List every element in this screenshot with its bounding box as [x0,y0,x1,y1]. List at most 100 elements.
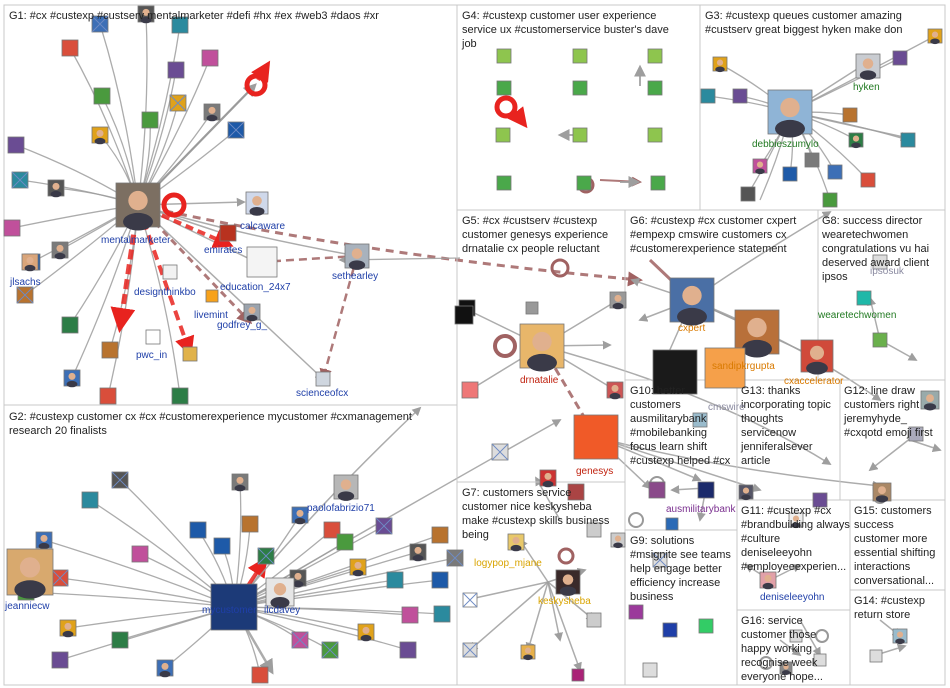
node-avatar[interactable] [167,61,185,79]
node-avatar[interactable] [892,50,908,66]
node-avatar[interactable] [409,543,427,562]
node-avatar[interactable] [712,56,728,73]
node-avatar[interactable] [665,517,679,531]
node-avatar[interactable] [567,483,585,501]
node-avatar[interactable] [137,5,155,24]
node-avatar[interactable] [357,623,375,642]
node-avatar[interactable] [59,619,77,638]
node-keskysheba[interactable] [555,569,581,596]
node-avatar[interactable] [291,506,309,525]
node-ausmilitarybank[interactable] [697,481,715,499]
node-avatar[interactable] [51,651,69,669]
node-avatar[interactable] [462,642,478,658]
node-avatar[interactable] [189,521,207,539]
node-avatar[interactable] [323,521,341,539]
node-avatar[interactable] [812,492,828,508]
node-avatar[interactable] [572,127,588,143]
node-avatar[interactable] [650,175,666,191]
node-avatar[interactable] [91,126,109,145]
node-avatar[interactable] [203,103,221,122]
node-jlsachs[interactable] [21,253,39,272]
node-avatar[interactable] [647,48,663,64]
node-sethearley[interactable] [344,243,370,270]
node-avatar[interactable] [156,659,174,678]
node-godfrey_g_[interactable] [243,303,261,322]
node-avatar[interactable] [169,94,187,112]
node-avatar[interactable] [461,381,479,399]
node-avatar[interactable] [525,301,539,315]
node-avatar[interactable] [872,332,888,348]
node-avatar[interactable] [454,305,474,325]
node-genesys[interactable] [573,414,619,460]
node-avatar[interactable] [131,545,149,563]
node-avatar[interactable] [16,286,34,304]
node-avatar[interactable] [642,662,658,678]
node-avatar[interactable] [251,666,269,684]
node-avatar[interactable] [652,552,668,568]
node-wire[interactable] [704,347,746,389]
node-avatar[interactable] [908,426,924,442]
node-avatar[interactable] [462,592,478,608]
node-avatar[interactable] [81,491,99,509]
node-avatar[interactable] [647,127,663,143]
node-designthinkbo[interactable] [162,264,178,280]
node-ipsosuk[interactable] [872,254,888,270]
node-avatar[interactable] [401,606,419,624]
node-avatar[interactable] [93,87,111,105]
node-avatar[interactable] [927,28,943,45]
node-avatar[interactable] [647,80,663,96]
node-avatar[interactable] [321,641,339,659]
node-avatar[interactable] [648,481,666,499]
node-avatar[interactable] [241,515,259,533]
node-logypop_mjane[interactable] [507,533,525,552]
node-avatar[interactable] [336,533,354,551]
node-avatar[interactable] [572,48,588,64]
node-cxpert[interactable] [669,277,715,326]
node-avatar[interactable] [848,132,864,149]
node-avatar[interactable] [386,571,404,589]
node-avatar[interactable] [496,175,512,191]
node-avatar[interactable] [609,291,627,310]
node-hyken[interactable] [855,53,881,80]
node-avatar[interactable] [572,80,588,96]
node-avatar[interactable] [111,471,129,489]
node-avatar[interactable] [47,179,65,198]
node-avatar[interactable] [111,631,129,649]
node-avatar[interactable] [698,618,714,634]
node-avatar[interactable] [662,622,678,638]
node-avatar[interactable] [51,569,69,587]
node-avatar[interactable] [892,628,908,645]
node-avatar[interactable] [375,517,393,535]
node-avatar[interactable] [491,443,509,461]
node-avatar[interactable] [788,512,804,529]
node-avatar[interactable] [738,484,754,501]
node-deniseleeyohn[interactable] [759,571,777,590]
node-paolofabrizio71[interactable] [333,474,359,501]
node-avatar[interactable] [520,644,536,661]
node-avatar[interactable] [141,111,159,129]
node-avatar[interactable] [822,192,838,208]
node-avatar[interactable] [231,473,249,492]
node-avatar[interactable] [35,531,53,550]
node-avatar[interactable] [606,381,624,400]
node-avatar[interactable] [700,88,716,104]
node-avatar[interactable] [869,649,883,663]
node-mentalmarketer[interactable] [115,182,161,231]
node-avatar[interactable] [99,387,117,405]
node-avatar[interactable] [51,241,69,260]
node-avatar[interactable] [539,469,557,488]
node-cxaccelerator[interactable] [800,339,834,375]
node-avatar[interactable] [182,346,198,362]
node-education_24x7[interactable] [246,246,278,278]
node-avatar[interactable] [433,605,451,623]
node-avatar[interactable] [576,175,592,191]
node-avatar[interactable] [804,152,820,168]
node-ilcdavey[interactable] [265,577,295,609]
node-avatar[interactable] [291,631,309,649]
node-avatar[interactable] [628,604,644,620]
node-avatar[interactable] [779,661,793,675]
node-jeanniecw[interactable] [6,548,54,599]
node-avatar[interactable] [257,547,275,565]
node-livemint[interactable] [205,289,219,303]
node-avatar[interactable] [171,16,189,34]
